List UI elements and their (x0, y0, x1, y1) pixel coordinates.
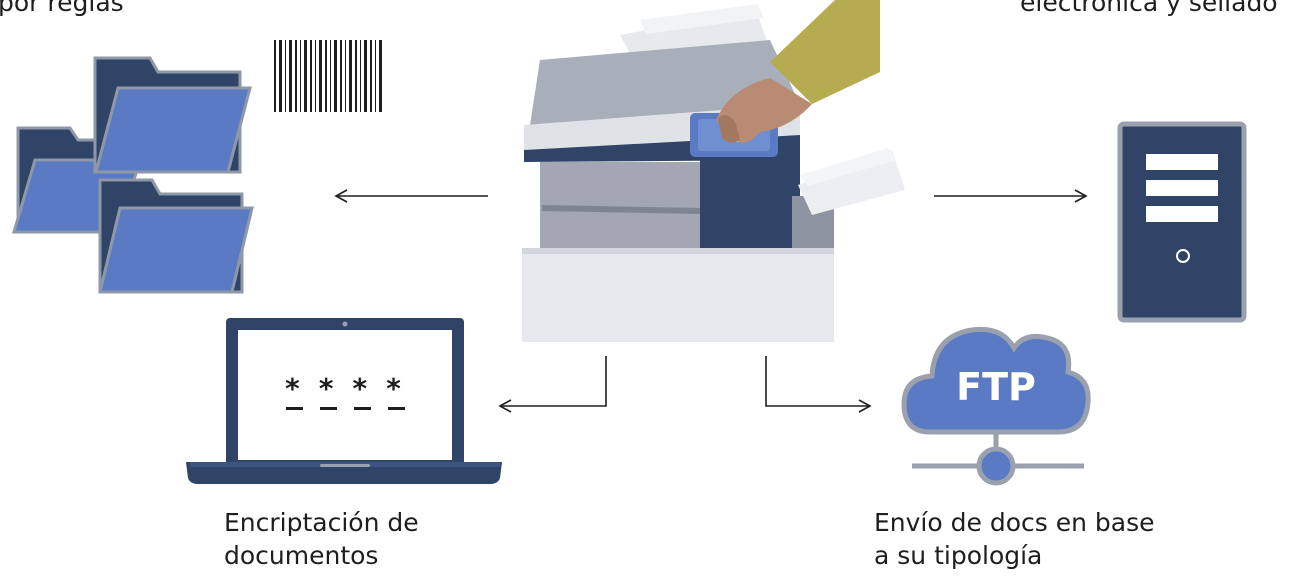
caption-ftp: Envío de docs en base a su tipología (874, 506, 1154, 572)
arrow-to-laptop (498, 356, 607, 413)
barcode-icon (274, 40, 382, 112)
arrows (334, 189, 1088, 413)
arrow-to-cloud (765, 356, 872, 413)
caption-encryption-line-2: documentos (224, 541, 379, 570)
caption-ftp-line-1: Envío de docs en base (874, 508, 1155, 537)
server-tower-icon (1117, 121, 1247, 323)
hand-icon (716, 0, 880, 143)
ftp-label: FTP (956, 365, 1036, 409)
caption-encryption: Encriptación de documentos (224, 506, 419, 572)
laptop-icon: * * * * (186, 318, 502, 484)
caption-ftp-line-2: a su tipología (874, 541, 1043, 570)
folders-icon (12, 56, 254, 294)
caption-signature-line: electrónica y sellado (1020, 0, 1278, 17)
laptop-password-text: * * * * (284, 372, 402, 405)
caption-rules: por reglas (0, 0, 124, 19)
caption-rules-line: por reglas (0, 0, 124, 17)
caption-encryption-line-1: Encriptación de (224, 508, 419, 537)
caption-signature: electrónica y sellado (1020, 0, 1278, 19)
ftp-cloud-icon: FTP (901, 326, 1091, 486)
